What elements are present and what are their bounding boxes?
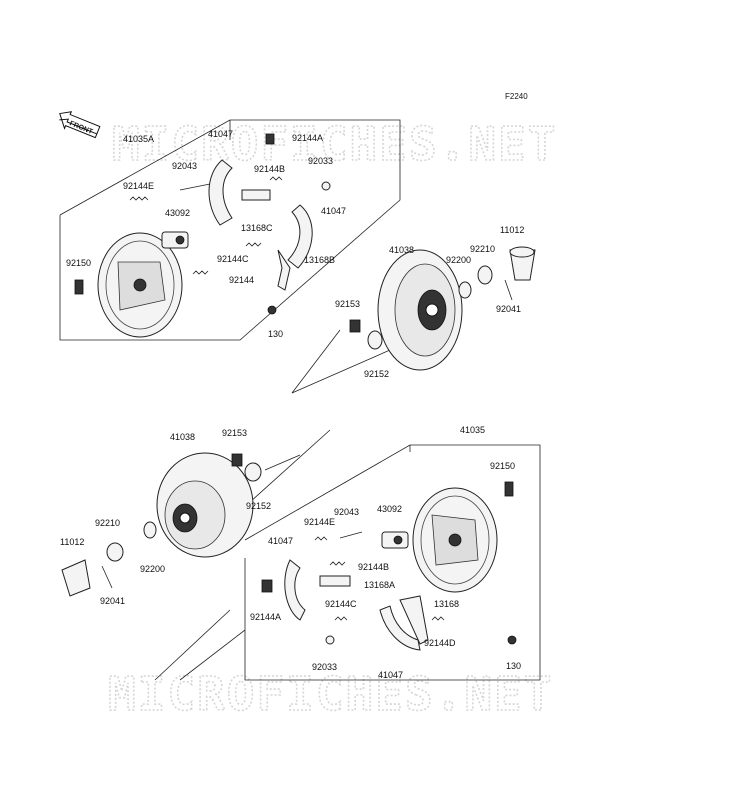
label-92200-a: 92200 — [446, 255, 471, 265]
label-92200-b: 92200 — [140, 564, 165, 574]
clip-top — [265, 133, 275, 145]
seal-92152-top — [367, 330, 383, 350]
label-13168C-a: 13168C — [241, 223, 273, 233]
label-92144E-a: 92144E — [123, 181, 154, 191]
spring-top-c — [245, 242, 262, 247]
bolt-92153-top — [349, 319, 361, 333]
pin-bottom — [339, 531, 363, 539]
nut-92210-top — [477, 265, 493, 285]
label-92150-a: 92150 — [66, 258, 91, 268]
label-92144A-b: 92144A — [250, 612, 281, 622]
seal-92152-bottom — [244, 462, 262, 482]
label-92144C-b: 92144C — [325, 599, 357, 609]
bottom-assembly-outline — [244, 444, 541, 681]
watermark-top: MICROFICHES.NET — [112, 117, 557, 171]
cap-11012-bottom — [61, 559, 91, 597]
spring-top-b — [192, 270, 209, 275]
nut-130-bottom — [507, 635, 517, 645]
label-92041-a: 92041 — [496, 304, 521, 314]
brake-shoe-top-a — [208, 159, 233, 226]
label-41035A: 41035A — [123, 134, 154, 144]
label-92033-b: 92033 — [312, 662, 337, 672]
label-92144E-b: 92144E — [304, 517, 335, 527]
label-130-a: 130 — [268, 329, 283, 339]
spring-top-d — [269, 176, 283, 181]
lever-top — [277, 249, 291, 291]
brake-shoe-top-b — [287, 204, 313, 269]
label-92144D-b: 92144D — [424, 638, 456, 648]
label-41047-a: 41047 — [208, 129, 233, 139]
label-92144B-a: 92144B — [254, 164, 285, 174]
washer-92200-bottom — [143, 521, 157, 539]
nut-92210-bottom — [106, 542, 124, 562]
label-13168A-b: 13168A — [364, 580, 395, 590]
label-41047-b: 41047 — [321, 206, 346, 216]
ring-top — [321, 181, 331, 191]
spring-bottom-c — [334, 616, 348, 621]
label-92043-b: 92043 — [334, 507, 359, 517]
diagram-code: F2240 — [505, 92, 528, 101]
watermark-bottom: MICROFICHES.NET — [108, 667, 553, 721]
label-41038-a: 41038 — [389, 245, 414, 255]
spring-bottom-d — [431, 616, 445, 621]
brake-shoe-bottom-b — [379, 605, 421, 651]
bolt-92153-bottom — [231, 453, 243, 467]
label-92033-a: 92033 — [308, 156, 333, 166]
label-92144-a: 92144 — [229, 275, 254, 285]
label-92210-a: 92210 — [470, 244, 495, 254]
pin-top — [179, 183, 211, 191]
spring-bottom-b — [329, 561, 346, 566]
label-92153-a: 92153 — [335, 299, 360, 309]
spring-top-a — [129, 196, 149, 201]
label-92153-b: 92153 — [222, 428, 247, 438]
nut-130-top — [267, 305, 277, 315]
label-92144A-a: 92144A — [292, 133, 323, 143]
label-41047-c: 41047 — [268, 536, 293, 546]
spring-bottom-a — [314, 536, 328, 541]
lever-bottom — [399, 595, 429, 645]
label-41038-b: 41038 — [170, 432, 195, 442]
brake-drum-top — [377, 249, 463, 371]
ring-bottom — [325, 635, 335, 645]
label-43092-a: 43092 — [165, 208, 190, 218]
bolt-92150-bottom — [504, 481, 514, 497]
cotter-92041-top — [504, 279, 513, 301]
label-13168-b: 13168 — [434, 599, 459, 609]
brake-drum-bottom — [156, 452, 254, 558]
label-11012-b: 11012 — [60, 537, 84, 547]
clip-bottom — [261, 579, 273, 593]
label-92152-b: 92152 — [246, 501, 271, 511]
adjuster-bottom — [319, 575, 351, 587]
label-92144C-a: 92144C — [217, 254, 249, 264]
cotter-92041-bottom — [101, 565, 113, 589]
label-92041-b: 92041 — [100, 596, 125, 606]
brake-shoe-bottom-a — [284, 559, 306, 621]
label-41035: 41035 — [460, 425, 485, 435]
label-43092-b: 43092 — [377, 504, 402, 514]
label-92150-b: 92150 — [490, 461, 515, 471]
label-92144B-b: 92144B — [358, 562, 389, 572]
wheel-cylinder-top — [161, 231, 189, 249]
label-92043-a: 92043 — [172, 161, 197, 171]
label-92210-b: 92210 — [95, 518, 120, 528]
backing-plate-bottom — [412, 487, 498, 593]
wheel-cylinder-bottom — [381, 531, 409, 549]
label-130-b: 130 — [506, 661, 521, 671]
bolt-92150-top — [74, 279, 84, 295]
front-arrow-icon: FRONT — [59, 111, 101, 139]
washer-92200-top — [458, 281, 472, 299]
label-41047-d: 41047 — [378, 670, 403, 680]
cap-11012-top — [509, 246, 536, 281]
label-13168B-a: 13168B — [304, 255, 335, 265]
backing-plate-top — [97, 232, 183, 338]
label-11012-a: 11012 — [500, 225, 524, 235]
adjuster-top — [241, 189, 271, 201]
label-92152-a: 92152 — [364, 369, 389, 379]
